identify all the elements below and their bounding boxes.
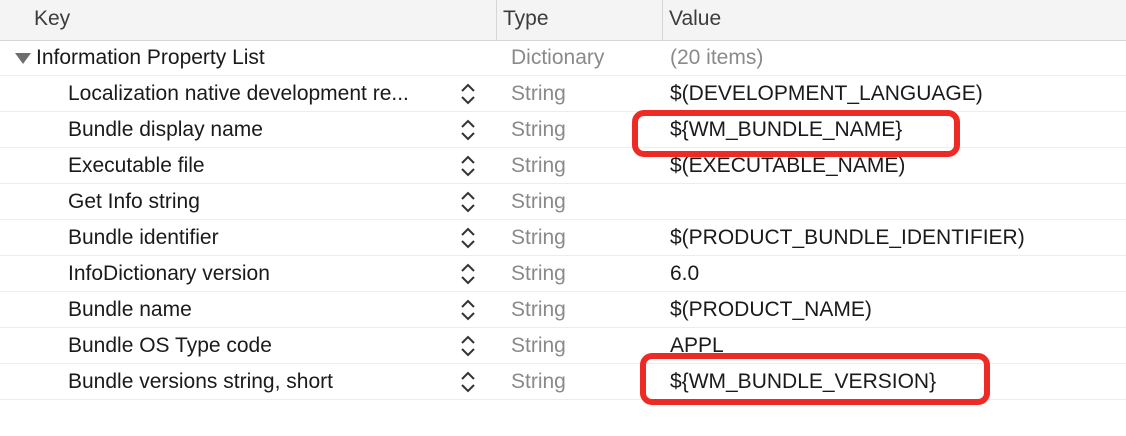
plist-type[interactable]: String bbox=[511, 190, 566, 213]
plist-key[interactable]: Bundle versions string, short bbox=[68, 370, 333, 393]
plist-key[interactable]: Bundle identifier bbox=[68, 226, 219, 249]
key-stepper-icon[interactable] bbox=[459, 225, 477, 251]
plist-value: (20 items) bbox=[670, 46, 764, 69]
plist-key[interactable]: Bundle OS Type code bbox=[68, 334, 272, 357]
column-header-type[interactable]: Type bbox=[503, 7, 549, 30]
key-stepper-icon[interactable] bbox=[459, 189, 477, 215]
row-separator bbox=[0, 255, 1126, 256]
plist-value[interactable]: ${WM_BUNDLE_NAME} bbox=[670, 118, 903, 141]
key-stepper-icon[interactable] bbox=[459, 117, 477, 143]
column-header-value[interactable]: Value bbox=[669, 7, 722, 30]
plist-row[interactable]: Localization native development re... Str… bbox=[0, 76, 1126, 112]
plist-root-row[interactable]: Information Property List Dictionary (20… bbox=[0, 40, 1126, 76]
key-stepper-icon[interactable] bbox=[459, 81, 477, 107]
plist-value[interactable]: $(EXECUTABLE_NAME) bbox=[670, 154, 906, 177]
plist-type[interactable]: String bbox=[511, 226, 566, 249]
key-stepper-icon[interactable] bbox=[459, 297, 477, 323]
plist-value[interactable]: $(PRODUCT_NAME) bbox=[670, 298, 872, 321]
key-stepper-icon[interactable] bbox=[459, 369, 477, 395]
plist-row[interactable]: Bundle versions string, short String ${WM_… bbox=[0, 364, 1126, 400]
plist-value[interactable]: $(DEVELOPMENT_LANGUAGE) bbox=[670, 82, 983, 105]
plist-value[interactable]: APPL bbox=[670, 334, 724, 357]
key-stepper-icon[interactable] bbox=[459, 261, 477, 287]
column-header: Key Type Value bbox=[0, 0, 1126, 41]
row-separator bbox=[0, 327, 1126, 328]
plist-type[interactable]: String bbox=[511, 334, 566, 357]
plist-type[interactable]: String bbox=[511, 262, 566, 285]
plist-row[interactable]: Bundle display name String ${WM_BUNDLE_NAM… bbox=[0, 112, 1126, 148]
row-separator bbox=[0, 291, 1126, 292]
plist-key[interactable]: Localization native development re... bbox=[68, 82, 409, 105]
plist-type[interactable]: String bbox=[511, 370, 566, 393]
plist-value[interactable]: $(PRODUCT_BUNDLE_IDENTIFIER) bbox=[670, 226, 1025, 249]
plist-row[interactable]: Bundle OS Type code String APPL bbox=[0, 328, 1126, 364]
row-separator bbox=[0, 219, 1126, 220]
plist-key: Information Property List bbox=[36, 46, 265, 69]
row-separator bbox=[0, 147, 1126, 148]
row-separator bbox=[0, 363, 1126, 364]
row-separator bbox=[0, 75, 1126, 76]
plist-row[interactable] bbox=[0, 400, 1126, 436]
plist-row[interactable]: Bundle identifier String $(PRODUCT_BUNDLE_… bbox=[0, 220, 1126, 256]
plist-row[interactable]: Bundle name String $(PRODUCT_NAME) bbox=[0, 292, 1126, 328]
key-stepper-icon[interactable] bbox=[459, 153, 477, 179]
plist-key[interactable]: Bundle display name bbox=[68, 118, 263, 141]
key-stepper-icon[interactable] bbox=[459, 333, 477, 359]
plist-key[interactable]: Get Info string bbox=[68, 190, 200, 213]
plist-key[interactable]: Bundle name bbox=[68, 298, 192, 321]
plist-row[interactable]: Executable file String $(EXECUTABLE_NAME) bbox=[0, 148, 1126, 184]
column-divider[interactable] bbox=[662, 0, 663, 40]
row-separator bbox=[0, 399, 1126, 400]
plist-type[interactable]: String bbox=[511, 118, 566, 141]
plist-type[interactable]: Dictionary bbox=[511, 46, 605, 69]
plist-key[interactable]: Executable file bbox=[68, 154, 205, 177]
plist-row[interactable]: InfoDictionary version String 6.0 bbox=[0, 256, 1126, 292]
disclosure-triangle-icon[interactable] bbox=[15, 53, 31, 64]
plist-type[interactable]: String bbox=[511, 82, 566, 105]
row-separator bbox=[0, 111, 1126, 112]
row-separator bbox=[0, 183, 1126, 184]
column-divider[interactable] bbox=[496, 0, 497, 40]
plist-type[interactable]: String bbox=[511, 154, 566, 177]
plist-value[interactable]: 6.0 bbox=[670, 262, 700, 285]
column-header-key[interactable]: Key bbox=[34, 7, 71, 30]
plist-key[interactable]: InfoDictionary version bbox=[68, 262, 270, 285]
plist-row[interactable]: Get Info string String bbox=[0, 184, 1126, 220]
plist-type[interactable]: String bbox=[511, 298, 566, 321]
plist-value[interactable]: ${WM_BUNDLE_VERSION} bbox=[670, 370, 937, 393]
